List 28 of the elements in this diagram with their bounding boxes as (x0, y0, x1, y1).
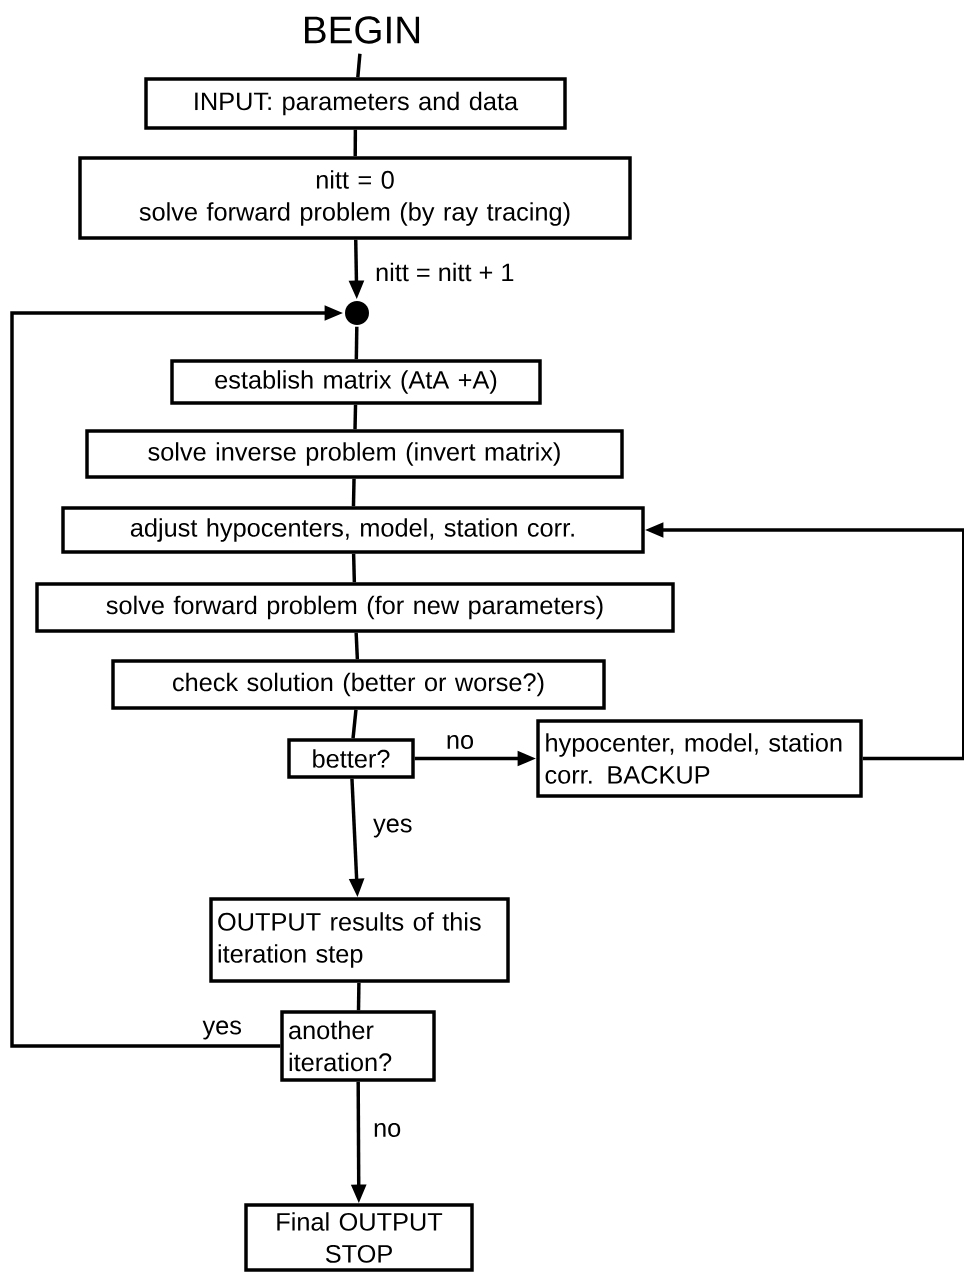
edge-label: no (444, 733, 476, 751)
decision-box: another iteration? (280, 1010, 436, 1082)
start-label: BEGIN (305, 16, 420, 44)
process-box: check solution (better or worse?) (111, 659, 606, 710)
connector-line (351, 553, 357, 583)
process-box: solve inverse problem (invert matrix) (85, 429, 624, 479)
connector-line (354, 632, 360, 660)
connector-line (354, 326, 359, 360)
process-box: establish matrix (AtA +A) (170, 359, 542, 405)
process-box: solve forward problem (for new parameters) (35, 582, 675, 633)
output-box: OUTPUT results of this iteration step (209, 897, 510, 983)
process-box: nitt = 0 solve forward problem (by ray tracing) (78, 156, 632, 240)
process-box: adjust hypocenters, model, station corr. (61, 506, 645, 554)
connector-line (356, 982, 361, 1011)
connector-line (353, 404, 358, 430)
junction-dot (345, 301, 369, 325)
connector-line (353, 129, 358, 157)
edge-label: yes (371, 817, 414, 839)
process-box: hypocenter, model, station corr. BACKUP (536, 719, 863, 798)
edge-label: yes (201, 1019, 244, 1041)
process-box: INPUT: parameters and data (144, 77, 567, 130)
end-box: Final OUTPUT STOP (244, 1203, 474, 1272)
connector-line (351, 478, 356, 507)
decision-box: better? (287, 738, 415, 779)
edge-label: no (371, 1121, 403, 1139)
connector-line (356, 53, 362, 78)
edge-label: nitt = nitt + 1 (373, 261, 516, 283)
connector-line (351, 709, 358, 739)
